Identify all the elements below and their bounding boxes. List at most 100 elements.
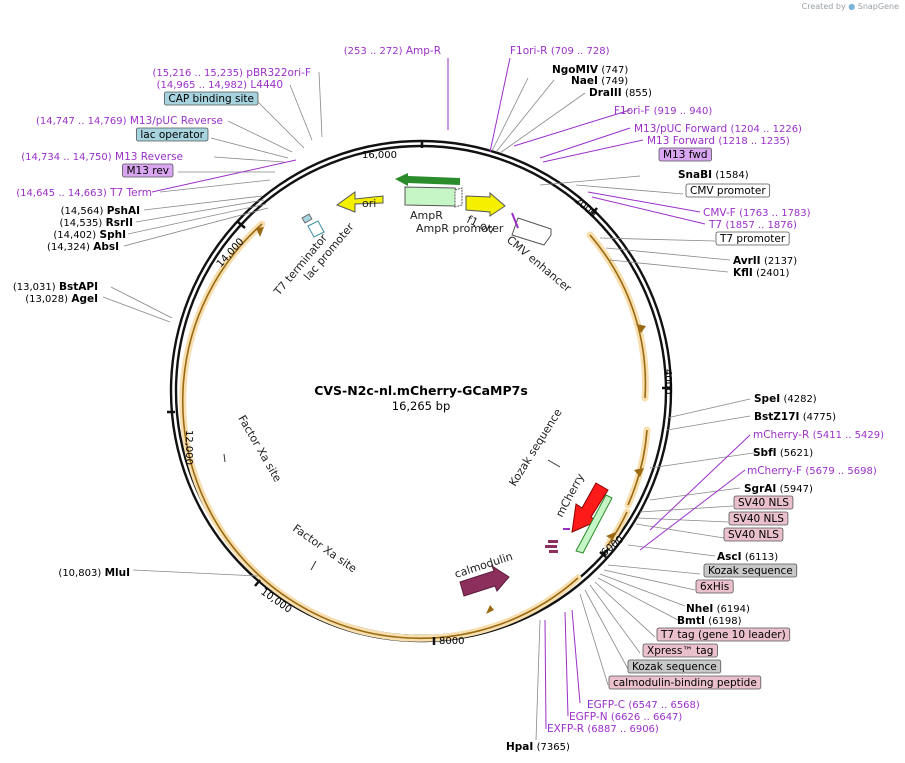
svg-text:EXFP-R (6887 .. 6906): EXFP-R (6887 .. 6906) [547,723,659,735]
lac-promoter-arrow [307,220,325,238]
svg-text:CMV-F (1763 .. 1783): CMV-F (1763 .. 1783) [703,207,811,219]
m13-fwd-box-box [658,147,712,162]
svg-text:(13,028) AgeI: (13,028) AgeI [25,293,98,305]
sbfi-position: (5621) [780,448,813,459]
pshai-label: PshAI [107,205,140,217]
m13-reverse-label: M13 Reverse [115,151,183,163]
sv40-nls-3-box [723,527,784,542]
f1ori-f-label: F1ori-F [614,105,650,117]
svg-text:T7 (1857 .. 1876): T7 (1857 .. 1876) [708,219,797,231]
svg-text:M13/pUC Forward (1204 .. 1226: M13/pUC Forward (1204 .. 1226) [634,123,802,135]
m13-fwd-box-label: M13 fwd [663,149,708,161]
t7-label: T7 [708,219,722,231]
svg-text:NaeI (749): NaeI (749) [571,75,628,87]
mcherry-arrow [571,482,609,533]
calmodulin-bp-label: calmodulin-binding peptide [613,677,757,689]
ngomiv-label: NgoMIV [552,64,599,76]
site-calmodulin-bp: calmodulin-binding peptide [608,675,762,690]
site-egfp-n: EGFP-N (6626 .. 6647) [569,711,682,723]
ampr-label: AmpR [410,209,443,222]
snapgene-logo-icon: ● [848,2,856,11]
bstapi-label: BstAPI [59,281,98,293]
kozak-sequence-label: Kozak sequence [507,406,565,488]
site-t7-term: (14,645 .. 14,663) T7 Term [16,187,152,199]
m13-rev-label: M13 rev [126,165,169,177]
svg-text:SnaBI (1584): SnaBI (1584) [678,169,749,181]
f1ori-f-position: (919 .. 940) [654,106,713,117]
egfp-n-label: EGFP-N [569,711,608,723]
site-cmv-promoter: CMV promoter [685,183,771,198]
site-sv40-nls-2: SV40 NLS [728,511,789,526]
kozak-seq-box [703,563,798,578]
calmodulin-bp-box [608,675,762,690]
tick-2000: 2000 [572,195,599,220]
svg-text:(10,803) MluI: (10,803) MluI [58,567,130,579]
sv40-nls-1-label: SV40 NLS [738,497,789,509]
site-avrii: AvrII (2137) [733,255,797,267]
m13puc-rev-label: M13/pUC Reverse [130,115,223,127]
svg-text:DraIII (855): DraIII (855) [589,87,652,99]
rsrii-label: RsrII [106,217,133,229]
sv40-nls-2-box [728,511,789,526]
hpai-label: HpaI [506,741,533,753]
site-l4440: (14,965 .. 14,982) L4440 [157,79,283,91]
bmti-position: (6198) [708,616,741,627]
factor-xa-site-label-2: Factor Xa site [235,413,284,484]
asci-label: AscI [717,551,742,563]
l4440-position: (14,965 .. 14,982) [157,80,248,91]
l4440-label: L4440 [250,79,283,91]
m13puc-fwd-position: (1204 .. 1226) [731,124,803,135]
mcherry-r-label: mCherry-R [753,429,809,441]
mcherry-f-position: (5679 .. 5698) [805,466,877,477]
svg-text:(14,564) PshAI: (14,564) PshAI [61,205,140,217]
svg-text:F1ori-F (919 .. 940): F1ori-F (919 .. 940) [614,105,712,117]
avrii-position: (2137) [764,256,797,267]
t7-term-position: (14,645 .. 14,663) [16,188,107,199]
cmv-enhancer-arrow [511,217,552,246]
amp-r-position: (253 .. 272) [344,46,403,57]
site-kfli: KflI (2401) [733,267,790,279]
site-his6: 6xHis [695,579,734,594]
site-draiii: DraIII (855) [589,87,652,99]
snapgene-branding: Created by ● SnapGene [802,2,899,11]
site-asci: AscI (6113) [717,551,778,563]
site-sbfi: SbfI (5621) [753,447,813,459]
svg-text:(14,324) AbsI: (14,324) AbsI [47,241,119,253]
svg-text:(13,031) BstAPI: (13,031) BstAPI [13,281,98,293]
his6-label: 6xHis [700,581,729,593]
nhei-label: NheI [686,603,713,615]
site-egfp-c: EGFP-C (6547 .. 6568) [587,699,700,711]
site-agei: (13,028) AgeI [25,293,98,305]
sv40-nls-3-label: SV40 NLS [728,529,779,541]
site-xpress-tag: Xpress™ tag [642,643,718,658]
calmodulin-arrow [459,564,510,597]
sgrai-position: (5947) [780,484,813,495]
leader-lines [102,71,761,741]
agei-position: (13,028) [25,294,68,305]
cmv-f-position: (1763 .. 1783) [739,208,811,219]
naei-position: (749) [601,76,628,87]
site-pshai: (14,564) PshAI [61,205,140,217]
m13puc-rev-position: (14,747 .. 14,769) [36,116,127,127]
hpai-position: (7365) [537,742,570,753]
snabi-label: SnaBI [678,169,712,181]
site-hpai: HpaI (7365) [506,741,570,753]
svg-text:KflI (2401): KflI (2401) [733,267,790,279]
spei-position: (4282) [783,394,816,405]
cmv-f-label: CMV-F [703,207,736,219]
draiii-label: DraIII [589,87,622,99]
site-m13-reverse: (14,734 .. 14,750) M13 Reverse [21,151,183,163]
svg-text:(14,747 .. 14,769) M13/pUC Re: (14,747 .. 14,769) M13/pUC Reverse [36,115,223,127]
factor-xa-leader-1 [310,560,317,571]
exfp-r-position: (6887 .. 6906) [587,724,659,735]
svg-text:SbfI (5621): SbfI (5621) [753,447,813,459]
svg-text:SpeI (4282): SpeI (4282) [754,393,817,405]
site-ngomiv: NgoMIV (747) [552,64,628,76]
site-m13-fwd-box: M13 fwd [658,147,712,162]
ori-arrow [335,191,384,213]
snabi-position: (1584) [715,170,748,181]
f1ori-r-position: (709 .. 728) [551,46,610,57]
pbr322ori-f-position: (15,216 .. 15,235) [152,68,243,79]
